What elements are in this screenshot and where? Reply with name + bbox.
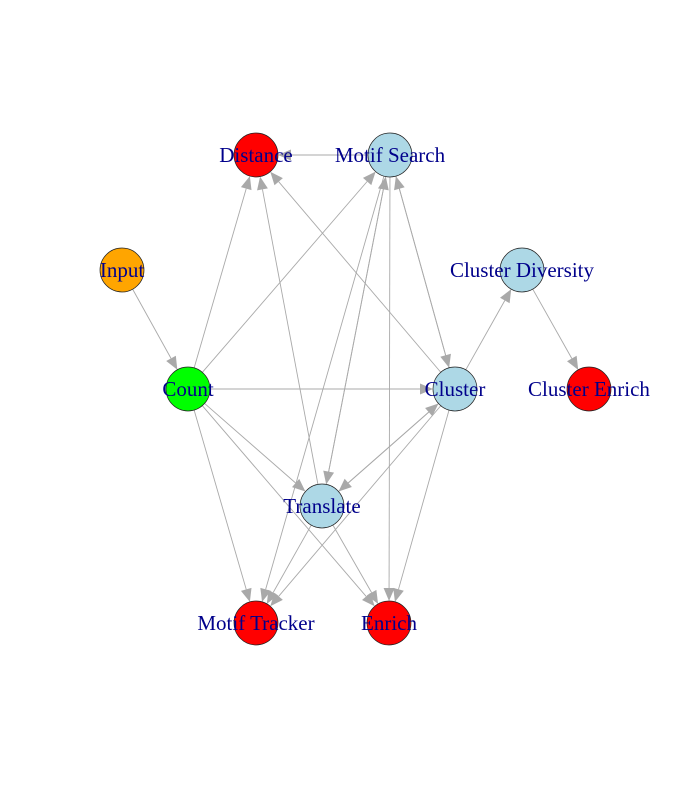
edge-motif_search-to-enrich: [383, 176, 395, 602]
arrow-head: [240, 587, 252, 602]
node-label-cluster-enrich: Cluster Enrich: [528, 377, 650, 401]
node-label-cluster-diversity: Cluster Diversity: [450, 258, 595, 282]
arrow-head: [383, 587, 395, 602]
edges-layer: [132, 149, 579, 607]
node-distance: [233, 132, 279, 178]
node-label-cluster: Cluster: [425, 377, 486, 401]
arrow-head: [278, 149, 291, 161]
arrow-head: [366, 589, 379, 604]
edge-line: [325, 189, 384, 485]
edge-line: [262, 189, 319, 485]
edge-line: [332, 524, 372, 593]
edge-cluster-to-enrich: [393, 410, 450, 602]
edge-line: [202, 181, 368, 373]
edge-count-to-motif_tracker: [193, 410, 252, 602]
arrow-head: [323, 470, 335, 485]
edge-line: [338, 411, 430, 492]
edge-input-to-count: [132, 289, 178, 370]
arrow-head: [420, 383, 433, 395]
node-enrich: [366, 600, 412, 646]
edge-line: [278, 181, 442, 373]
arrow-head: [362, 171, 376, 186]
arrow-head: [270, 171, 283, 186]
arrow-head: [394, 176, 405, 191]
edge-line: [398, 410, 450, 590]
edge-count-to-translate: [204, 403, 306, 492]
edge-count-to-enrich: [201, 405, 375, 607]
edge-line: [465, 300, 506, 371]
arrow-head: [377, 176, 389, 191]
edge-line: [132, 289, 172, 359]
edge-count-to-distance: [193, 176, 252, 368]
edge-cluster-to-cluster_diversity: [465, 289, 512, 371]
edge-translate-to-motif_tracker: [266, 524, 312, 604]
edge-translate-to-enrich: [332, 524, 379, 604]
edge-cluster-to-motif_tracker: [270, 405, 442, 607]
edge-line: [193, 410, 247, 590]
edge-translate-to-cluster: [338, 403, 439, 492]
node-translate: [299, 483, 345, 529]
edge-cluster_diversity-to-cluster_enrich: [532, 288, 579, 370]
arrow-head: [257, 176, 268, 191]
edge-line: [278, 405, 442, 597]
edge-line: [265, 176, 385, 590]
edge-line: [398, 188, 450, 368]
edge-line: [193, 188, 247, 368]
node-label-enrich: Enrich: [361, 611, 417, 635]
node-cluster-diversity: [499, 247, 545, 293]
node-input: [99, 247, 145, 293]
node-label-translate: Translate: [283, 494, 360, 518]
edge-line: [204, 403, 296, 484]
arrow-head: [270, 592, 283, 607]
edge-count-to-cluster: [210, 383, 433, 395]
arrow-head: [266, 589, 278, 604]
arrow-head: [240, 176, 252, 191]
node-motif-search: [367, 132, 413, 178]
node-label-motif-search: Motif Search: [335, 143, 446, 167]
node-label-distance: Distance: [219, 143, 292, 167]
node-motif-tracker: [233, 600, 279, 646]
edge-line: [272, 524, 312, 593]
edge-line: [201, 405, 367, 597]
edge-cluster-to-distance: [270, 171, 442, 373]
arrow-head: [567, 355, 579, 370]
arrow-head: [393, 587, 404, 602]
node-cluster-enrich: [566, 366, 612, 412]
edge-translate-to-motif_search: [325, 176, 389, 485]
edge-line: [388, 176, 391, 589]
node-label-count: Count: [162, 377, 214, 401]
edge-motif_search-to-distance: [278, 149, 368, 161]
edge-line: [532, 288, 573, 359]
arrow-head: [292, 478, 306, 492]
node-label-input: Input: [100, 258, 144, 282]
edge-count-to-motif_search: [202, 171, 376, 373]
arrow-head: [166, 355, 178, 370]
nodes-layer: [99, 132, 612, 646]
node-count: [165, 366, 211, 412]
edge-cluster-to-motif_search: [394, 176, 450, 368]
edge-translate-to-distance: [257, 176, 319, 485]
node-cluster: [432, 366, 478, 412]
arrow-head: [500, 289, 512, 304]
arrow-head: [362, 592, 375, 607]
node-label-motif-tracker: Motif Tracker: [197, 611, 314, 635]
arrow-head: [425, 403, 439, 417]
